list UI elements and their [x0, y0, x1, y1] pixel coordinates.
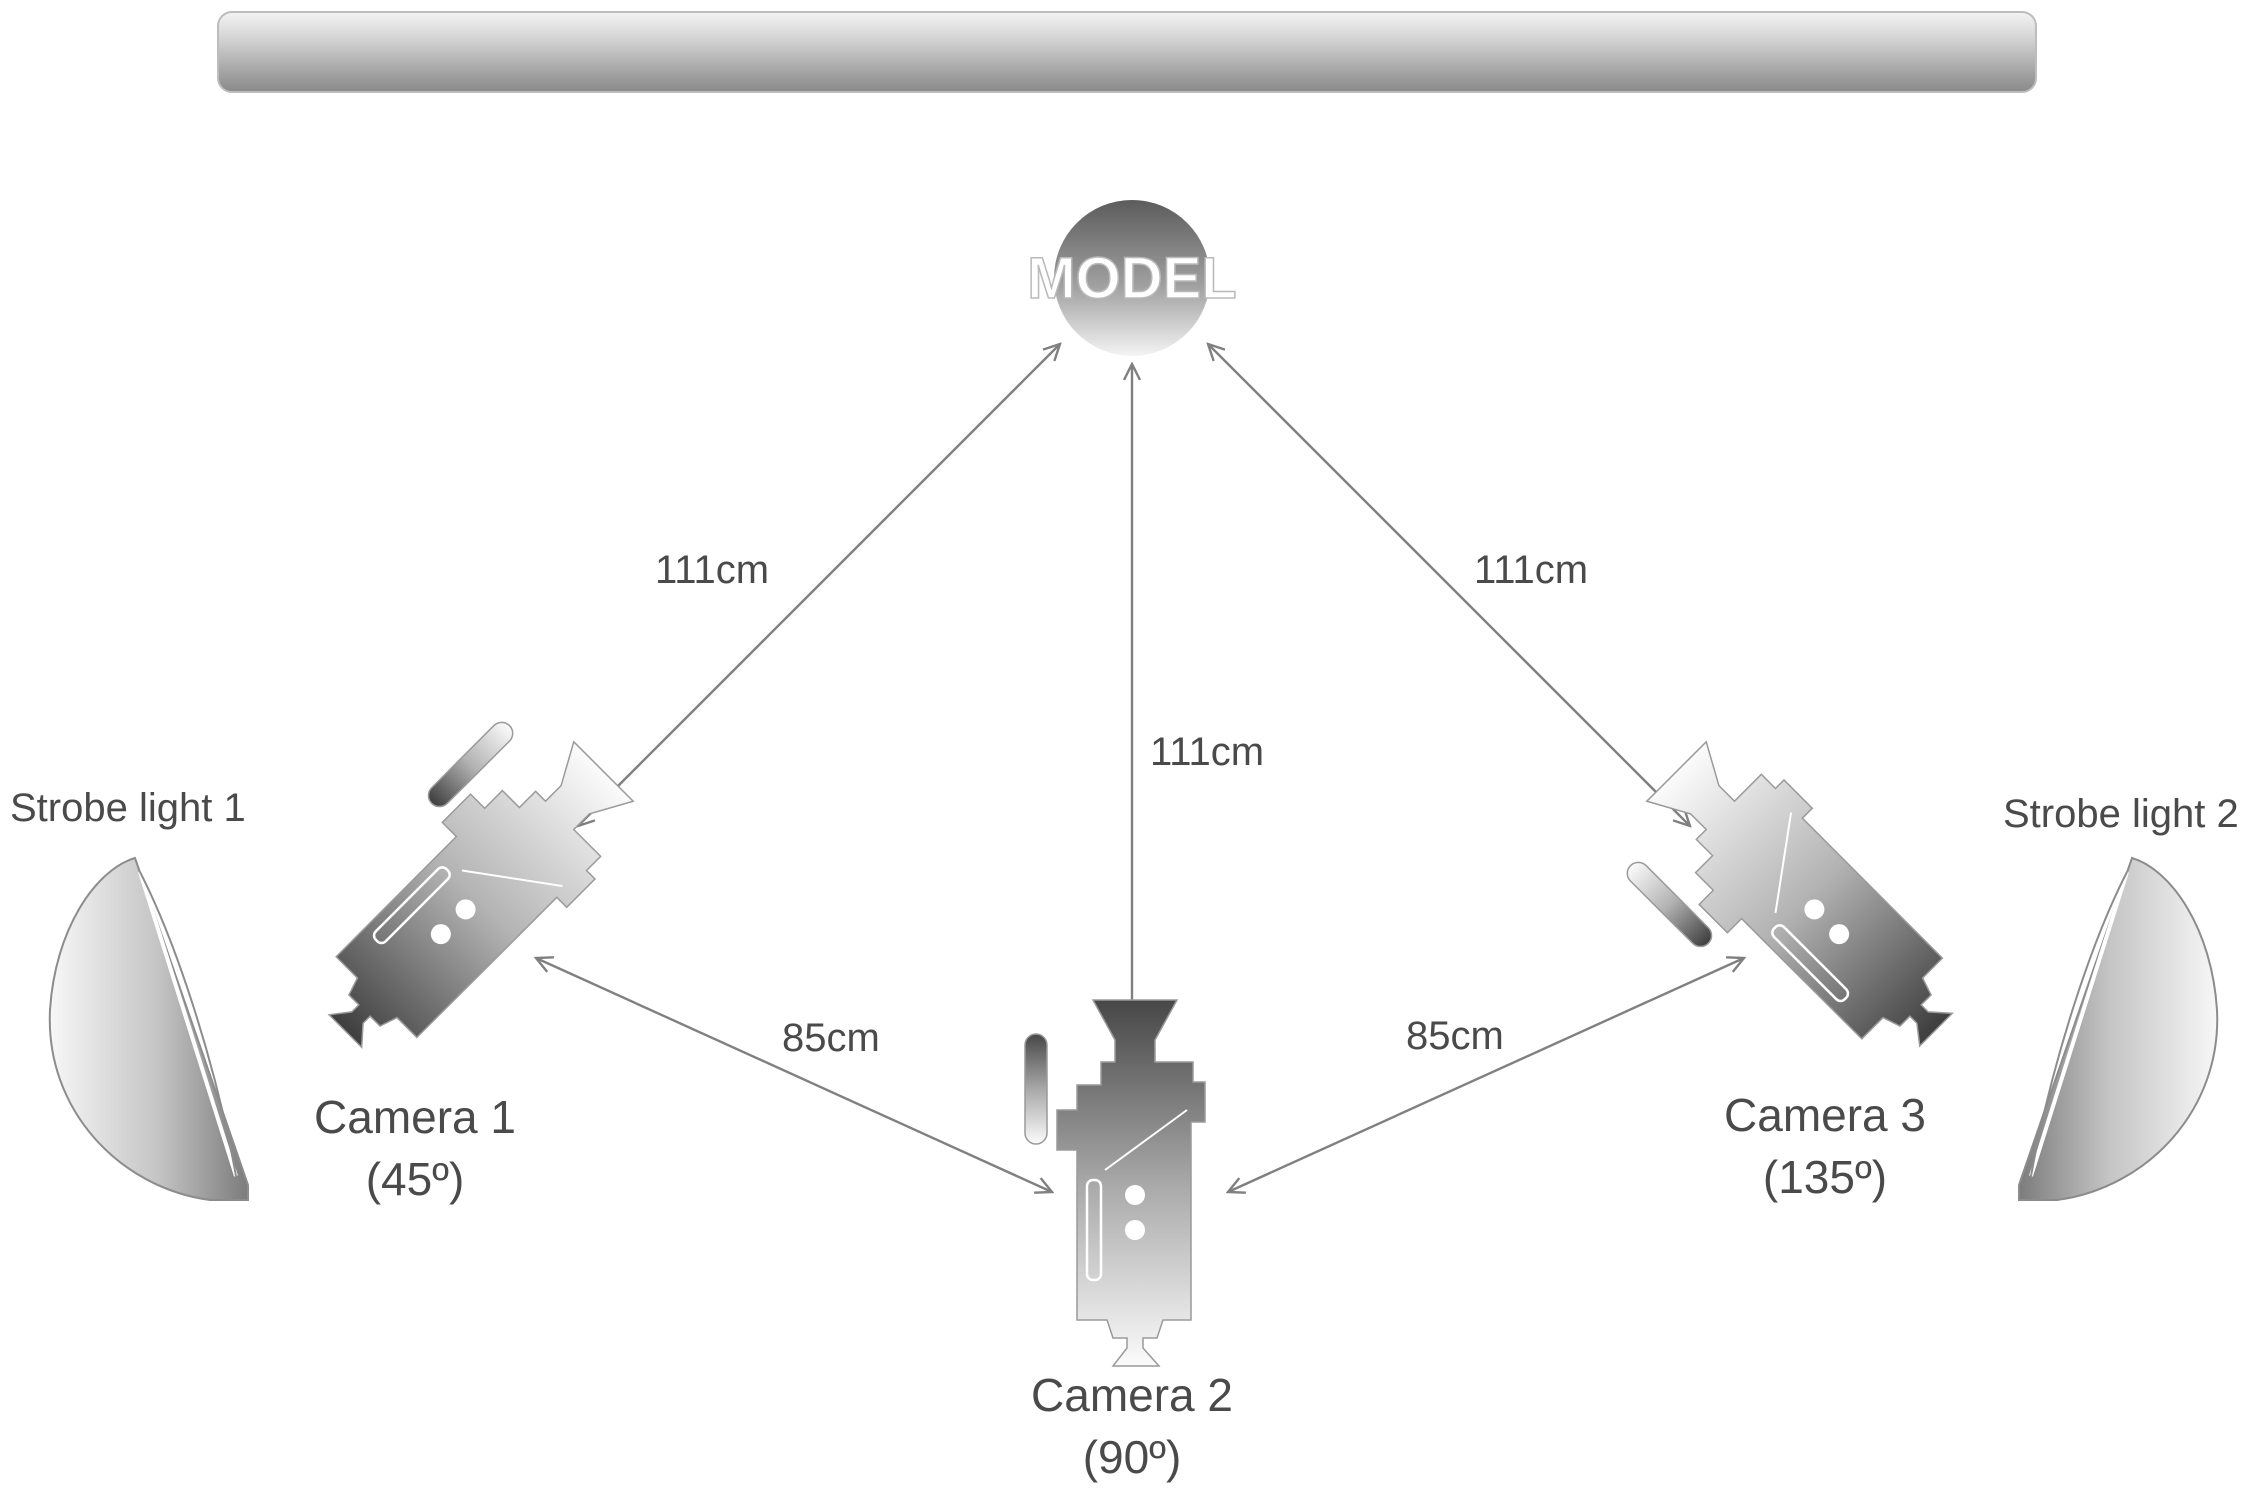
- strobe-light-2-icon: [2018, 856, 2219, 1201]
- model-label: MODEL: [1027, 246, 1236, 311]
- strobe-light-2-label: Strobe light 2: [2003, 792, 2239, 836]
- camera3-name: Camera 3: [1724, 1089, 1926, 1141]
- distance-label-model-camera3: 111cm: [1474, 548, 1589, 592]
- camera1-name: Camera 1: [314, 1091, 516, 1143]
- strobe-light-1-icon: [48, 856, 249, 1201]
- arrow-model-camera3: [1208, 344, 1690, 826]
- model-node: MODEL: [1027, 200, 1237, 356]
- arrow-camera1-camera2: [536, 958, 1052, 1192]
- camera1-icon: [265, 692, 655, 1082]
- camera2-label: Camera 2 (90º): [1031, 1364, 1233, 1488]
- distance-label-camera3-camera2: 85cm: [1406, 1014, 1504, 1058]
- camera2-angle: (90º): [1082, 1431, 1182, 1483]
- distance-label-model-camera1: 111cm: [655, 548, 770, 592]
- distance-label-model-camera2: 111cm: [1150, 730, 1265, 774]
- camera2-name: Camera 2: [1031, 1369, 1233, 1421]
- camera3-label: Camera 3 (135º): [1724, 1084, 1926, 1208]
- camera1-angle: (45º): [365, 1153, 465, 1205]
- camera1-label: Camera 1 (45º): [314, 1086, 516, 1210]
- strobe-light-1-label: Strobe light 1: [10, 786, 246, 830]
- camera3-icon: [1597, 720, 1987, 1110]
- camera3-angle: (135º): [1762, 1151, 1888, 1203]
- arrow-camera3-camera2: [1228, 958, 1744, 1192]
- backdrop-bar: [217, 11, 2037, 93]
- distance-label-camera1-camera2: 85cm: [782, 1016, 880, 1060]
- arrow-model-camera1: [578, 344, 1060, 826]
- camera2-icon: [1023, 998, 1207, 1368]
